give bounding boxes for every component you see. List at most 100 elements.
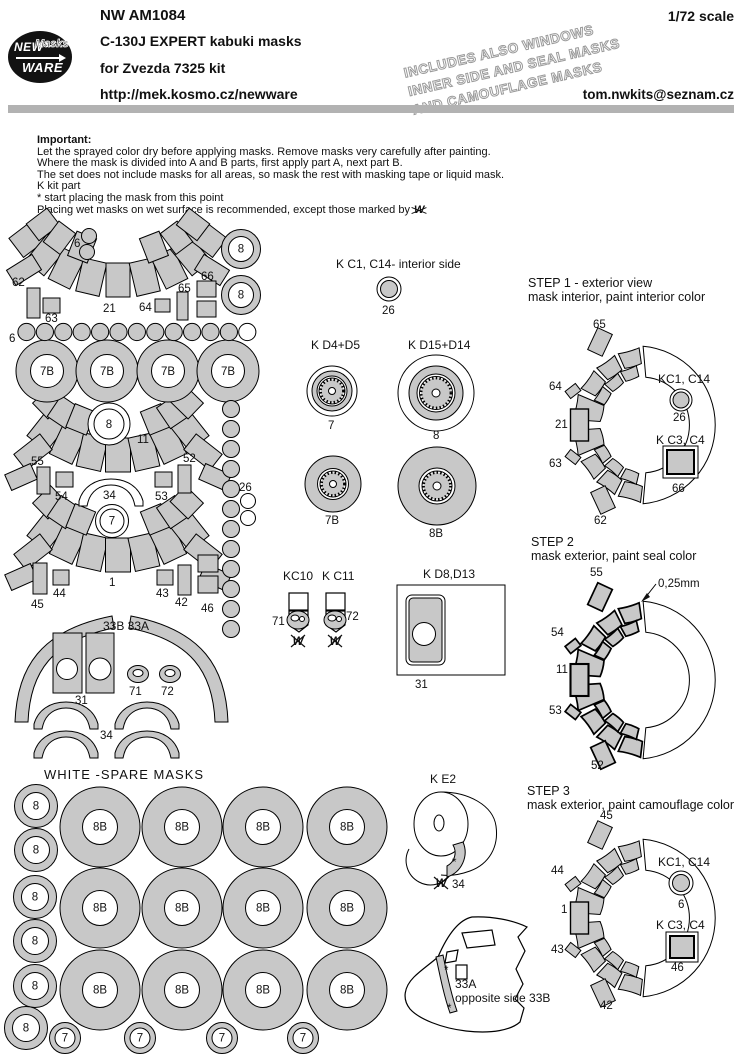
step-side-parts	[380, 280, 398, 298]
canopy-mask-arc-1	[175, 207, 211, 242]
website-link[interactable]: http://mek.kosmo.cz/newware	[100, 86, 298, 102]
sheet-labels: K D8,D13	[423, 567, 475, 581]
step3-crescent	[603, 865, 625, 886]
sheet-labels: 0,25mm	[658, 578, 700, 590]
step1-crescent	[564, 448, 582, 466]
white-spare-masks: 8B	[93, 903, 107, 915]
step2-crescent	[589, 739, 617, 771]
canopy-mask-arc-1	[42, 220, 77, 256]
email-link[interactable]: tom.nwkits@seznam.cz	[582, 87, 734, 102]
ring-masks: 8	[106, 419, 112, 431]
nose-profile-sketch	[404, 916, 528, 1033]
ring-masks	[30, 354, 64, 388]
window-masks-kc10-kc11	[325, 592, 346, 611]
canopy-mask-arc-1	[128, 257, 161, 297]
ring-masks	[211, 354, 245, 388]
sheet-labels: K C11	[322, 569, 355, 583]
sheet-labels: 53	[155, 491, 168, 503]
no-wet-icon	[290, 634, 306, 648]
sheet-labels: 11	[556, 664, 568, 676]
detached-mask-pieces	[52, 569, 70, 586]
white-spare-masks	[245, 809, 281, 845]
sheet-labels: KC10	[283, 569, 313, 583]
door-mask-kd8	[396, 584, 506, 676]
sheet-labels: 52	[183, 453, 196, 465]
sheet-labels: 72	[346, 611, 359, 623]
canopy-mask-arc-3	[75, 532, 109, 573]
ring-masks: 8	[238, 244, 244, 256]
sheet-labels: K C3, C4	[656, 433, 705, 447]
sheet-labels: 34	[100, 730, 113, 742]
logo-new: NEW	[14, 40, 44, 54]
step-side-parts	[376, 276, 699, 963]
small-circle-masks	[238, 322, 257, 342]
sheet-labels: 62	[594, 515, 607, 527]
white-spare-masks	[245, 890, 281, 926]
nose-profile-sketch	[461, 929, 496, 949]
step1-crescent	[619, 468, 640, 486]
no-wet-icon: W	[290, 634, 306, 648]
sheet-labels: 34	[452, 879, 465, 891]
ring-masks: 8	[238, 290, 244, 302]
white-spare-masks	[54, 1027, 76, 1049]
small-circle-masks	[222, 500, 240, 518]
white-spare-masks	[82, 890, 118, 926]
bracket-masks-34	[33, 478, 180, 759]
ring-masks: 7B	[40, 366, 54, 378]
no-wet-icon: W	[414, 203, 425, 216]
white-spare-masks: 8B	[340, 822, 354, 834]
detached-mask-pieces	[197, 554, 219, 573]
nose-profile-sketch	[455, 964, 468, 980]
sheet-labels: 34	[103, 490, 116, 502]
small-circle-masks	[72, 322, 91, 342]
small-circle-masks	[222, 480, 240, 498]
canopy-mask-arc-3	[169, 485, 205, 520]
small-circle-masks	[54, 322, 73, 342]
small-circle-masks	[222, 580, 240, 598]
door-mask-kd8	[412, 622, 436, 646]
white-spare-masks: 8	[32, 981, 38, 993]
sheet-labels: 8B	[429, 528, 443, 540]
sheet-labels: 46	[201, 603, 214, 615]
sheet-labels: 6	[678, 899, 684, 911]
detached-mask-pieces	[32, 562, 48, 595]
sheet-labels: 43	[551, 944, 564, 956]
step1-crescent	[564, 382, 582, 400]
step2-crescent	[603, 626, 625, 648]
small-circle-masks	[240, 510, 256, 526]
sheet-labels: 44	[551, 865, 564, 877]
ring-masks	[228, 236, 254, 262]
white-spare-masks	[21, 883, 49, 911]
step1-crescent	[617, 481, 643, 504]
nacelle-sketch-ke2	[433, 814, 445, 832]
sheet-labels: 72	[161, 686, 174, 698]
canopy-frame-33	[14, 615, 229, 723]
white-spare-masks	[211, 1027, 233, 1049]
step-side-parts	[669, 935, 695, 959]
canopy-mask-arc-2	[183, 433, 223, 471]
window-masks-kc10-kc11	[299, 616, 305, 622]
canopy-mask-arc-1	[25, 207, 61, 242]
step2-crescent	[619, 722, 640, 741]
canopy-mask-arc-2	[13, 433, 53, 471]
wheel-diagrams	[431, 388, 441, 398]
bracket-masks-34	[33, 701, 99, 730]
small-circle-masks	[91, 322, 110, 342]
white-spare-masks: 8B	[256, 903, 270, 915]
canopy-mask-arc-3	[4, 562, 38, 592]
sheet-labels: mask interior, paint interior color	[528, 290, 705, 304]
step3-crescent	[564, 941, 582, 959]
sheet-labels: 45	[31, 599, 44, 611]
detached-mask-pieces	[26, 287, 41, 319]
wheel-diagrams	[319, 378, 345, 404]
wet-line-text: Placing wet masks on wet surface is reco…	[37, 203, 410, 216]
small-circle-masks	[222, 620, 240, 638]
product-code: NW AM1084	[100, 7, 186, 24]
nose-profile-sketch	[444, 949, 459, 964]
small-circle-masks	[164, 322, 183, 342]
step-side-parts	[641, 593, 650, 602]
step3-crescent	[569, 901, 590, 935]
step-side-parts	[666, 449, 695, 475]
kit-name: for Zvezda 7325 kit	[100, 60, 226, 76]
step2-crescent	[569, 662, 590, 698]
